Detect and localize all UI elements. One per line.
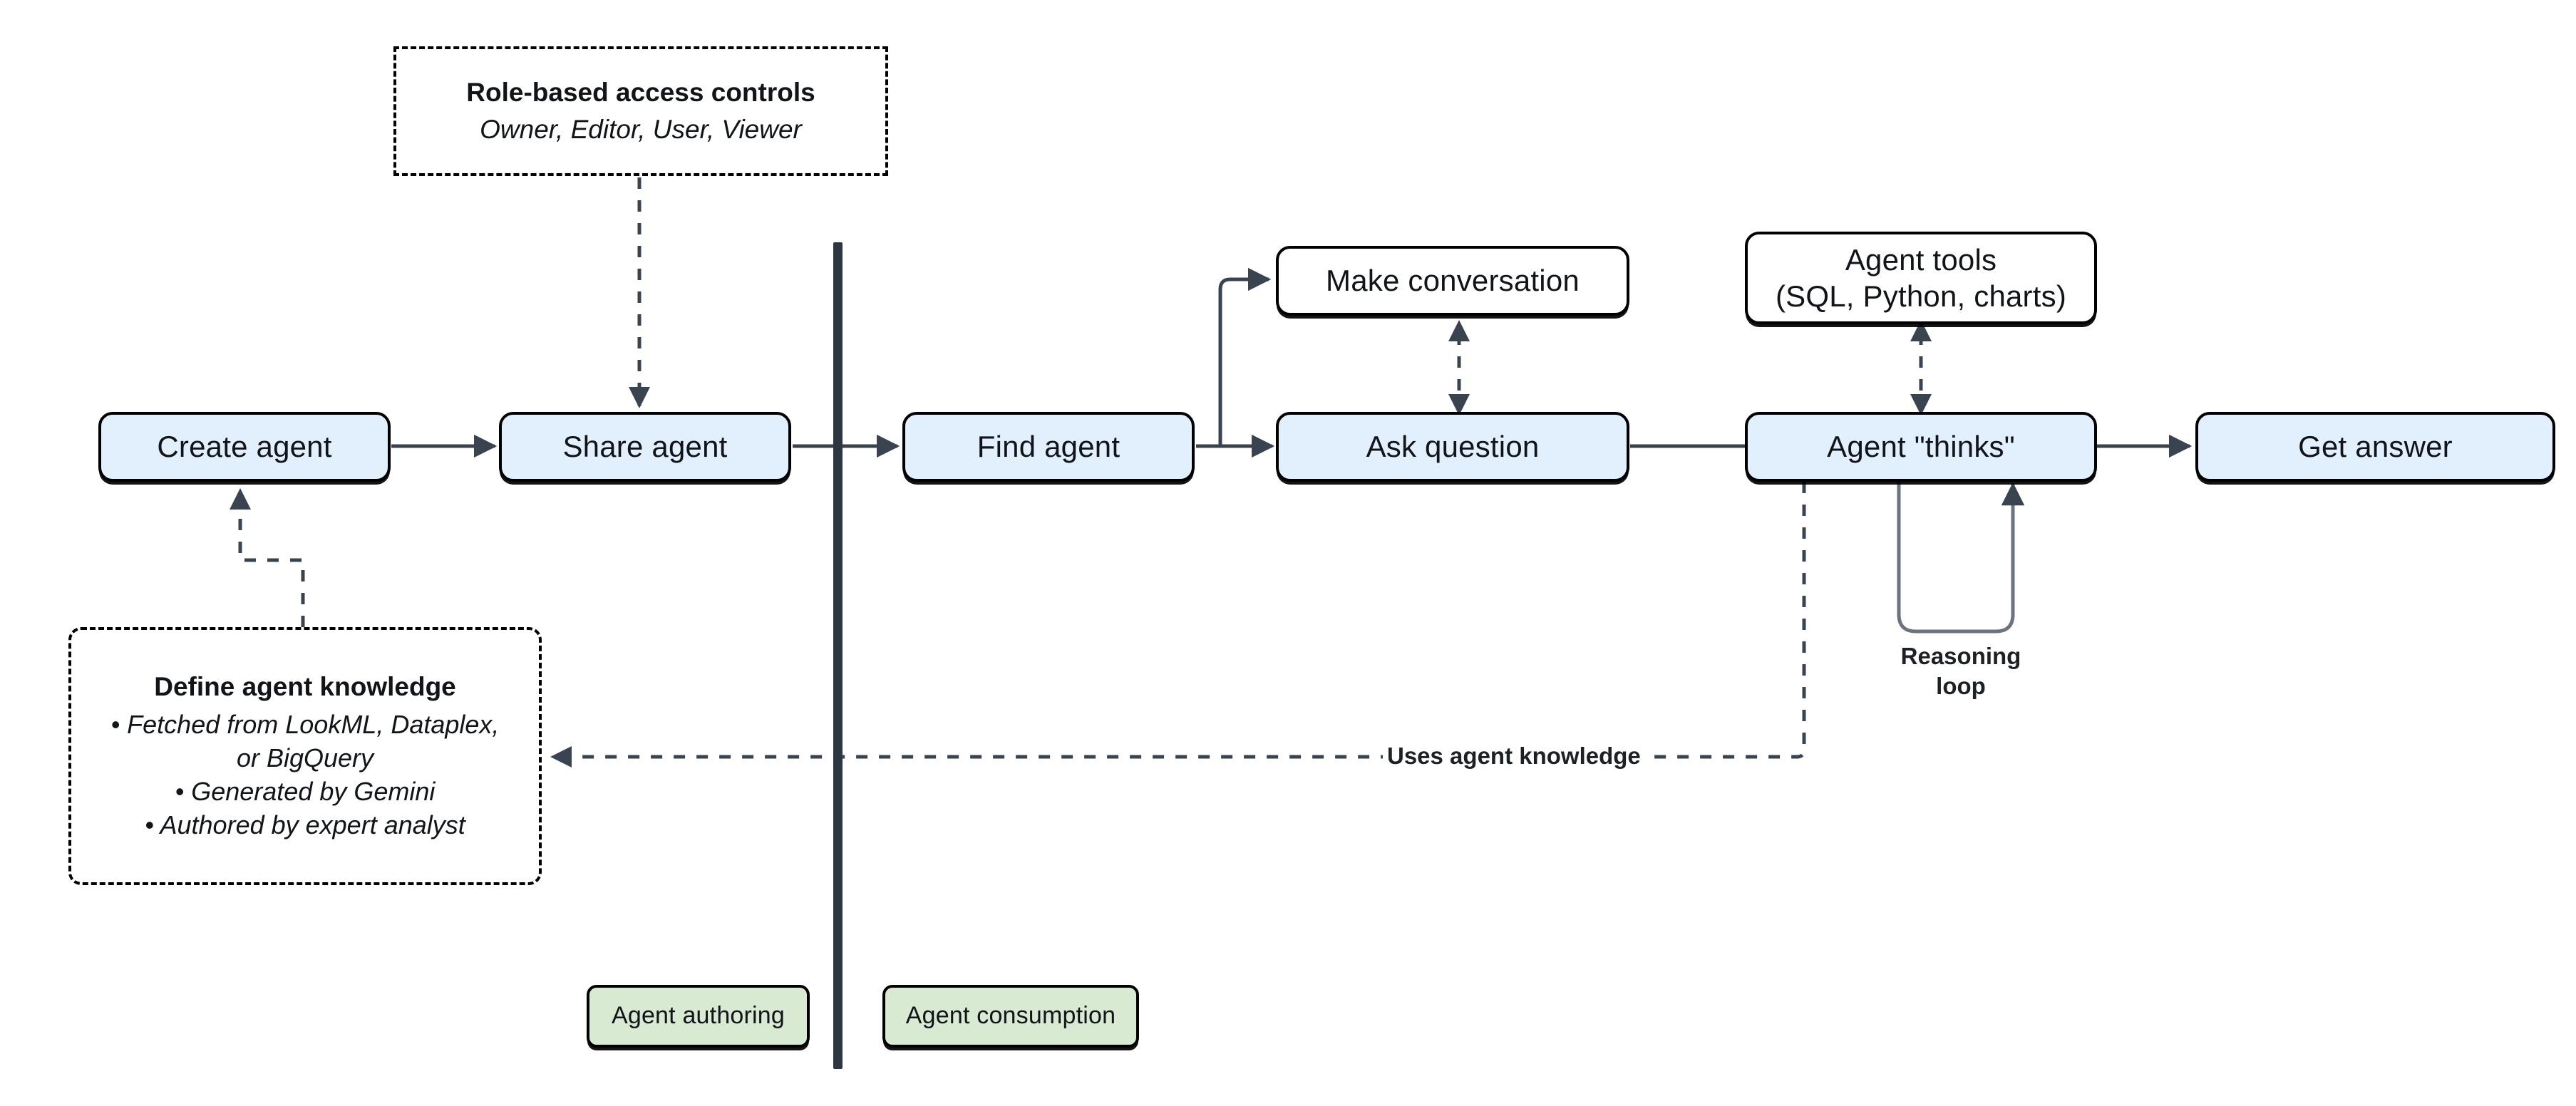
- knowledge-note-bullet-1-cont: or BigQuery: [236, 743, 374, 773]
- node-get-answer-label: Get answer: [2298, 430, 2453, 464]
- knowledge-note-bullet-2: • Generated by Gemini: [175, 777, 436, 807]
- uses-agent-knowledge-label-text: Uses agent knowledge: [1387, 743, 1641, 769]
- reasoning-loop-label-line2: loop: [1936, 673, 1986, 700]
- node-create-agent[interactable]: Create agent: [98, 412, 391, 482]
- node-find-agent[interactable]: Find agent: [902, 412, 1195, 482]
- node-share-agent[interactable]: Share agent: [499, 412, 791, 482]
- node-agent-thinks-label: Agent "thinks": [1827, 430, 2015, 464]
- knowledge-note-bullet-1: • Fetched from LookML, Dataplex,: [110, 710, 500, 740]
- knowledge-note-bullet-3: • Authored by expert analyst: [145, 810, 465, 839]
- node-share-agent-label: Share agent: [562, 430, 728, 464]
- legend-agent-authoring[interactable]: Agent authoring: [587, 985, 810, 1048]
- node-create-agent-label: Create agent: [157, 430, 332, 464]
- reasoning-loop-label-line1: Reasoning: [1900, 643, 2021, 669]
- rbac-note-title: Role-based access controls: [466, 77, 815, 107]
- node-agent-tools[interactable]: Agent tools (SQL, Python, charts): [1745, 232, 2097, 324]
- node-agent-tools-label-line2: (SQL, Python, charts): [1775, 279, 2067, 313]
- node-ask-question[interactable]: Ask question: [1276, 412, 1629, 482]
- edge-knowledge-to-create-agent: [230, 488, 305, 627]
- edge-find-to-make-conversation: [1218, 267, 1272, 446]
- edge-reasoning-loop: [1897, 482, 2025, 634]
- legend-agent-consumption[interactable]: Agent consumption: [882, 985, 1139, 1048]
- node-agent-tools-label-line1: Agent tools: [1845, 242, 1997, 276]
- node-find-agent-label: Find agent: [977, 430, 1120, 464]
- legend-agent-authoring-label: Agent authoring: [611, 1002, 785, 1030]
- node-ask-question-label: Ask question: [1366, 430, 1540, 464]
- rbac-note-subtitle: Owner, Editor, User, Viewer: [480, 114, 802, 144]
- authoring-consumption-divider: [833, 242, 843, 1069]
- reasoning-loop-label: Reasoning loop: [1882, 641, 2040, 701]
- knowledge-note-title: Define agent knowledge: [154, 672, 456, 702]
- role-based-access-controls-note: Role-based access controls Owner, Editor…: [393, 46, 888, 176]
- node-make-conversation-label: Make conversation: [1326, 264, 1580, 298]
- edge-uses-agent-knowledge: [550, 482, 1806, 768]
- uses-agent-knowledge-label: Uses agent knowledge: [1383, 741, 1645, 772]
- define-agent-knowledge-note: Define agent knowledge • Fetched from Lo…: [68, 627, 542, 885]
- node-agent-thinks[interactable]: Agent "thinks": [1745, 412, 2097, 482]
- node-make-conversation[interactable]: Make conversation: [1276, 246, 1629, 316]
- node-get-answer[interactable]: Get answer: [2195, 412, 2555, 482]
- legend-agent-consumption-label: Agent consumption: [905, 1002, 1116, 1030]
